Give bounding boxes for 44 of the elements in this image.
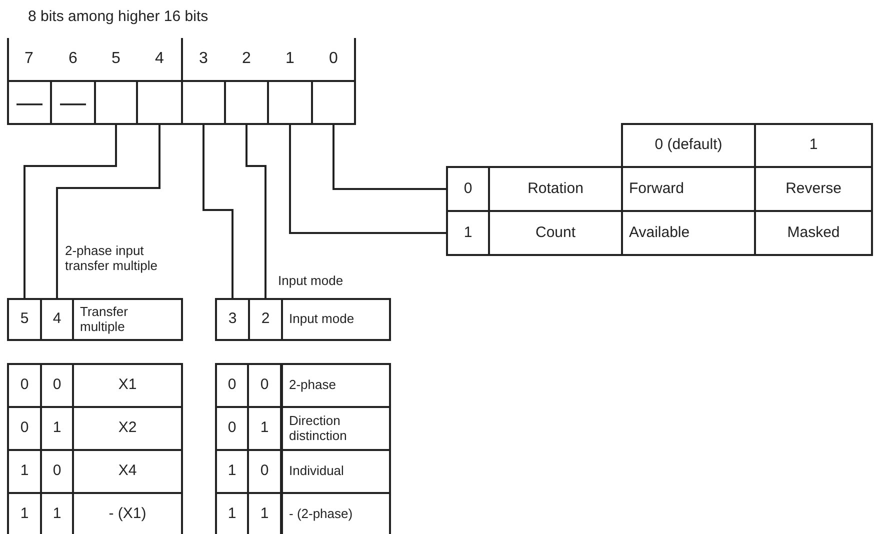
table-cell: 0 (default)	[621, 123, 756, 168]
bit-cell	[224, 80, 269, 125]
table-cell: 2-phase	[281, 363, 391, 408]
title: 8 bits among higher 16 bits	[28, 8, 210, 26]
connector-line	[202, 125, 234, 298]
bit-cell	[136, 80, 183, 125]
table-cell: - (2-phase)	[281, 492, 391, 534]
bit-number: 0	[328, 49, 339, 70]
bit-number: 2	[241, 49, 252, 70]
bit-cell: —	[7, 80, 52, 125]
connector-line	[332, 125, 446, 190]
bit-number: 3	[198, 49, 209, 70]
table-cell: 0	[247, 363, 282, 408]
table-cell: Transfer multiple	[72, 298, 183, 341]
bit-number: 5	[110, 49, 122, 70]
table-cell: 3	[215, 298, 250, 341]
connector-line	[289, 125, 446, 234]
table-cell: 2	[248, 298, 283, 341]
bit-cell	[181, 80, 226, 125]
table-cell: Masked	[754, 210, 873, 256]
table-cell: Input mode	[281, 298, 391, 341]
table-cell: 0	[7, 363, 42, 408]
table-cell: X1	[72, 363, 183, 408]
field-caption: 2-phase input transfer multiple	[65, 244, 158, 274]
connector-line	[24, 125, 117, 298]
bit-number: 7	[24, 49, 34, 70]
bit-number: 6	[68, 49, 78, 70]
connector-line	[246, 125, 266, 298]
table-cell: 0	[215, 363, 249, 408]
table-cell: 0	[446, 166, 490, 212]
table-cell: Direction distinction	[281, 406, 391, 451]
connector-line	[56, 125, 160, 298]
bit-cell: —	[50, 80, 96, 125]
bit-cell	[267, 80, 313, 125]
bit-number: 4	[154, 49, 165, 70]
table-cell: 4	[40, 298, 74, 341]
bit-cell	[94, 80, 138, 125]
bit-cell	[311, 80, 356, 125]
bit-number: 1	[284, 49, 296, 70]
table-cell: Individual	[281, 449, 391, 494]
table-cell: 5	[7, 298, 42, 341]
field-caption: Input mode	[278, 274, 344, 289]
table-cell: 1	[754, 123, 873, 168]
table-cell: 1	[446, 210, 490, 256]
